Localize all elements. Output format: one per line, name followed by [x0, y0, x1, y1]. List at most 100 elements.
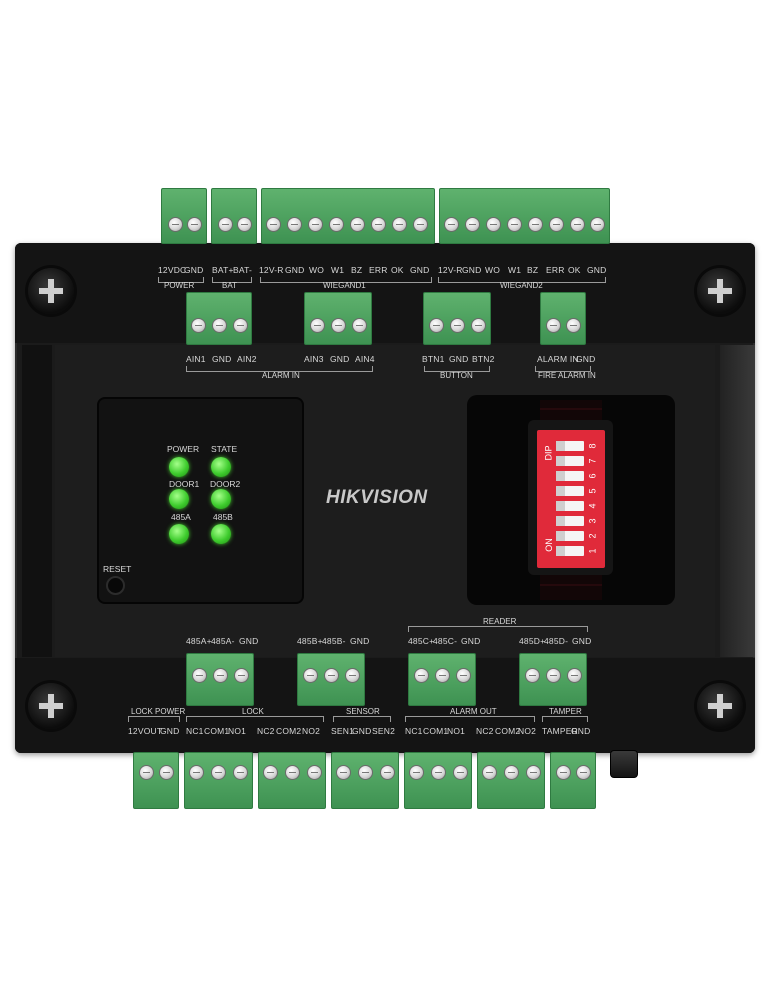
dip-switch-1[interactable]: [556, 546, 584, 556]
tamper-switch[interactable]: [610, 750, 638, 778]
terminal-block-lock-power[interactable]: [133, 752, 179, 809]
terminal-label: 12V-R: [259, 265, 284, 275]
terminal-label: 485D-: [544, 636, 569, 646]
terminal-block-485c[interactable]: [408, 653, 476, 706]
dip-number: 3: [587, 518, 598, 524]
group-label-alarm-out: ALARM OUT: [450, 707, 497, 716]
dip-switch-5[interactable]: [556, 486, 584, 496]
terminal-label: GND: [350, 636, 370, 646]
terminal-label: TAMPER: [542, 726, 578, 736]
housing-top-band: [15, 243, 755, 343]
dip-switch-7[interactable]: [556, 456, 584, 466]
terminal-label: W1: [331, 265, 345, 275]
terminal-block-485b[interactable]: [297, 653, 365, 706]
terminal-label: GND: [160, 726, 180, 736]
terminal-block-lock1[interactable]: [184, 752, 253, 809]
dip-on-label: ON: [543, 538, 554, 552]
dip-number: 6: [587, 473, 598, 479]
terminal-block-485a[interactable]: [186, 653, 254, 706]
terminal-label: NO2: [518, 726, 537, 736]
terminal-label: GND: [184, 265, 204, 275]
terminal-block-485d[interactable]: [519, 653, 587, 706]
dip-number: 4: [587, 503, 598, 509]
terminal-block-alarm-in-1[interactable]: [186, 292, 252, 345]
terminal-label: ALARM IN: [537, 354, 579, 364]
terminal-label: WO: [485, 265, 501, 275]
terminal-label: GND: [462, 265, 482, 275]
terminal-block-alarm-out2[interactable]: [477, 752, 545, 809]
led-label-485a: 485A: [171, 512, 191, 522]
terminal-label: NC2: [476, 726, 494, 736]
group-label-sensor: SENSOR: [346, 707, 380, 716]
dip-switch-4[interactable]: [556, 501, 584, 511]
dip-number: 7: [587, 458, 598, 464]
terminal-label: GND: [212, 354, 232, 364]
mounting-screw-icon: [28, 683, 74, 729]
terminal-label: AIN4: [355, 354, 375, 364]
terminal-label: W1: [508, 265, 522, 275]
group-label-lock-power: LOCK POWER: [131, 707, 186, 716]
terminal-label: GND: [587, 265, 607, 275]
terminal-label: COM1: [423, 726, 449, 736]
terminal-label: AIN2: [237, 354, 257, 364]
terminal-block-fire-alarm-in[interactable]: [540, 292, 586, 345]
terminal-label: OK: [391, 265, 404, 275]
rs485b-led: [211, 524, 231, 544]
dip-switch-6[interactable]: [556, 471, 584, 481]
dip-number: 2: [587, 533, 598, 539]
terminal-label: 485A-: [211, 636, 235, 646]
terminal-block-tamper[interactable]: [550, 752, 596, 809]
housing-right-side: [720, 345, 755, 657]
reset-button[interactable]: [106, 576, 125, 595]
terminal-label: COM2: [495, 726, 521, 736]
led-label-power: POWER: [167, 444, 200, 454]
terminal-block-sensor[interactable]: [331, 752, 399, 809]
terminal-block-alarm-in-2[interactable]: [304, 292, 372, 345]
dip-number: 1: [587, 548, 598, 554]
group-label-tamper: TAMPER: [549, 707, 582, 716]
terminal-label: NO2: [302, 726, 321, 736]
dip-switch-3[interactable]: [556, 516, 584, 526]
door1-led: [169, 489, 189, 509]
terminal-label: 485D+: [519, 636, 546, 646]
terminal-block-wiegand1[interactable]: [261, 188, 435, 244]
terminal-label: GND: [572, 636, 592, 646]
terminal-label: SEN2: [372, 726, 396, 736]
terminal-label: GND: [352, 726, 372, 736]
terminal-label: NO1: [447, 726, 466, 736]
reset-label: RESET: [103, 564, 132, 574]
terminal-label: 12VDC: [158, 265, 187, 275]
terminal-label: 12VOUT: [128, 726, 163, 736]
group-label-wiegand2: WIEGAND2: [500, 281, 543, 290]
terminal-label: 485B-: [322, 636, 346, 646]
terminal-block-bat[interactable]: [211, 188, 257, 244]
terminal-label: BTN2: [472, 354, 495, 364]
terminal-label: ERR: [546, 265, 565, 275]
led-label-door1: DOOR1: [169, 479, 200, 489]
led-label-state: STATE: [211, 444, 238, 454]
group-label-fire-alarm-in: FIRE ALARM IN: [538, 371, 596, 380]
terminal-label: GND: [330, 354, 350, 364]
terminal-block-button[interactable]: [423, 292, 491, 345]
terminal-block-power[interactable]: [161, 188, 207, 244]
terminal-label: AIN3: [304, 354, 324, 364]
terminal-block-lock2[interactable]: [258, 752, 326, 809]
terminal-label: OK: [568, 265, 581, 275]
dip-label: DIP: [543, 445, 554, 461]
mounting-screw-icon: [28, 268, 74, 314]
terminal-label: 12V-R: [438, 265, 463, 275]
group-label-wiegand1: WIEGAND1: [323, 281, 366, 290]
dip-switch-body: [537, 430, 605, 568]
terminal-label: GND: [285, 265, 305, 275]
terminal-label: GND: [571, 726, 591, 736]
terminal-label: 485A+: [186, 636, 212, 646]
terminal-block-alarm-out1[interactable]: [404, 752, 472, 809]
terminal-label: COM2: [276, 726, 302, 736]
dip-switch-2[interactable]: [556, 531, 584, 541]
terminal-block-wiegand2[interactable]: [439, 188, 610, 244]
mounting-screw-icon: [697, 268, 743, 314]
terminal-label: NO1: [228, 726, 247, 736]
terminal-label: GND: [410, 265, 430, 275]
dip-switch-8[interactable]: [556, 441, 584, 451]
terminal-label: BAT+: [212, 265, 234, 275]
